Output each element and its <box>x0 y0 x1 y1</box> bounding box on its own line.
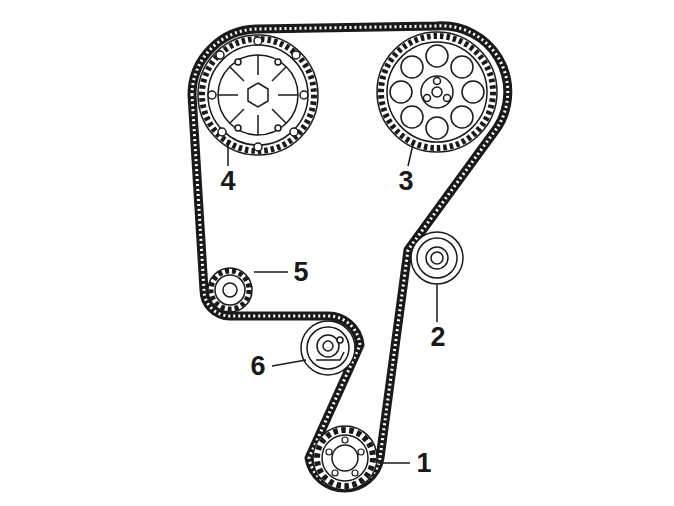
callout-number: 6 <box>250 353 265 380</box>
callout-number: 3 <box>398 168 413 195</box>
leader-lines <box>228 140 437 463</box>
callout-number: 4 <box>220 168 235 195</box>
belt-tensioner <box>301 321 355 375</box>
timing-belt <box>192 26 508 488</box>
auxiliary-sprocket <box>208 268 252 312</box>
camshaft-sprocket-right <box>377 32 497 152</box>
callout-number: 5 <box>293 259 308 286</box>
callout-number: 2 <box>430 324 445 351</box>
belt-teeth <box>192 26 508 488</box>
idler-pulley <box>411 232 463 284</box>
crankshaft-sprocket <box>313 426 377 490</box>
callout-number: 1 <box>416 450 431 477</box>
camshaft-sprocket-left <box>198 35 318 155</box>
